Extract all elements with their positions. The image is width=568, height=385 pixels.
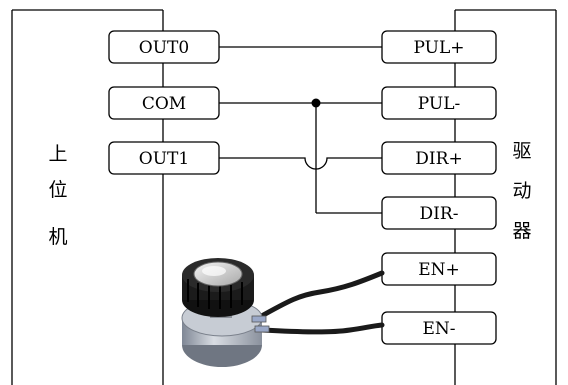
terminal-en-minus-label: EN-	[422, 319, 455, 339]
host-label-char-3: 机	[48, 226, 67, 248]
driver-terminals: PUL+ PUL- DIR+ DIR- EN+ EN-	[381, 30, 497, 345]
driver-label-char-3: 器	[512, 220, 531, 242]
terminal-dir-minus-box	[381, 196, 497, 230]
host-label-char-1: 上	[48, 143, 67, 165]
cable-en-minus	[259, 322, 385, 335]
host-label-char-2: 位	[48, 179, 67, 201]
terminal-en-plus-box	[381, 252, 497, 286]
terminal-en-plus-label: EN+	[418, 260, 460, 280]
terminal-pul-plus-label: PUL+	[414, 38, 465, 58]
terminal-en-minus-box	[381, 311, 497, 345]
wire-out1-dir-plus	[219, 157, 382, 170]
terminal-out0-box	[108, 30, 220, 64]
junction-dot	[311, 98, 321, 108]
driver-label: 驱 动 器	[512, 140, 531, 242]
driver-label-char-1: 驱	[512, 140, 531, 162]
host-label: 上 位 机	[48, 143, 67, 248]
host-terminals: OUT0 COM OUT1	[108, 30, 220, 175]
terminal-dir-plus-label: DIR+	[415, 149, 462, 169]
terminal-dir-plus-box	[381, 141, 497, 175]
terminal-out0-label: OUT0	[139, 38, 189, 58]
terminal-pul-minus-box	[381, 86, 497, 120]
terminal-out1-box	[108, 141, 220, 175]
cable-en-plus	[255, 270, 385, 321]
switch-cables	[255, 270, 385, 335]
rotary-switch-knob-icon	[181, 258, 270, 367]
driver-label-char-2: 动	[512, 180, 531, 202]
terminal-com-box	[108, 86, 220, 120]
terminal-out1-label: OUT1	[139, 149, 189, 169]
host-panel	[11, 9, 164, 385]
terminal-pul-minus-label: PUL-	[418, 94, 461, 114]
terminal-dir-minus-label: DIR-	[420, 204, 459, 224]
terminal-pul-plus-box	[381, 30, 497, 64]
wires	[219, 46, 382, 214]
terminal-com-label: COM	[142, 94, 186, 114]
